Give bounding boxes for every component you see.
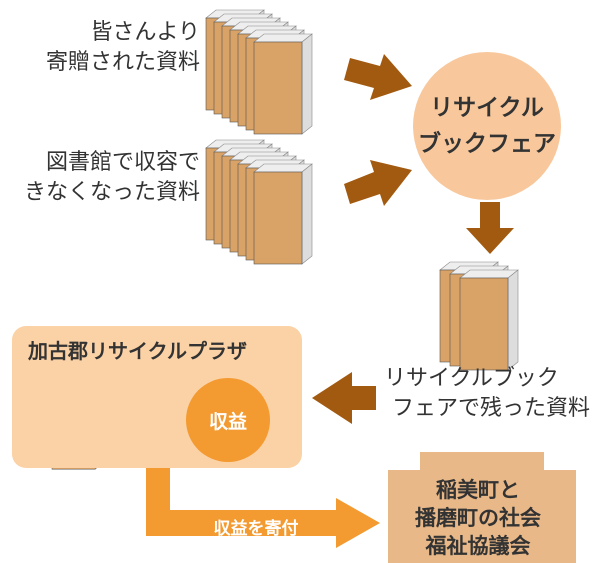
leftover-line-2: フェアで残った資料: [392, 396, 591, 421]
source-donated-label: 皆さんより 寄贈された資料: [20, 18, 200, 78]
plaza-title: 加古郡リサイクルプラザ: [28, 339, 247, 363]
fair-line-1: リサイクル: [430, 95, 544, 121]
council-label: 稲美町と 播磨町の社会 福祉協議会: [388, 476, 568, 560]
arrow-library-to-fair: [344, 160, 412, 206]
leftover-line-1: リサイクルブック: [384, 366, 559, 391]
source-donated-line-2: 寄贈された資料: [45, 50, 200, 75]
book-stack-library: [205, 139, 313, 265]
source-library-label: 図書館で収容で きなくなった資料: [4, 148, 200, 208]
profit-circle: 収益: [186, 378, 270, 462]
arrow-leftover-to-plaza: [312, 372, 376, 424]
council-line-3: 福祉協議会: [425, 534, 531, 558]
source-library-line-2: きなくなった資料: [23, 180, 200, 205]
fair-line-2: ブックフェア: [418, 131, 556, 157]
book-stack-leftover: [439, 261, 519, 371]
arrow-donated-to-fair: [344, 54, 412, 100]
arrow-donation: [146, 468, 380, 548]
book-stack-donated: [205, 9, 313, 135]
council-box: [388, 452, 576, 563]
donation-label: 収益を寄付: [213, 519, 299, 539]
profit-label: 収益: [208, 410, 247, 433]
source-library-line-1: 図書館で収容で: [45, 150, 200, 175]
arrow-fair-to-leftover: [466, 202, 514, 254]
recycle-book-fair-circle: リサイクル ブックフェア: [413, 52, 561, 200]
leftover-label: リサイクルブック フェアで残った資料: [384, 364, 596, 424]
source-donated-line-1: 皆さんより: [90, 20, 200, 45]
council-line-1: 稲美町と: [436, 478, 520, 502]
council-line-2: 播磨町の社会: [415, 506, 541, 530]
